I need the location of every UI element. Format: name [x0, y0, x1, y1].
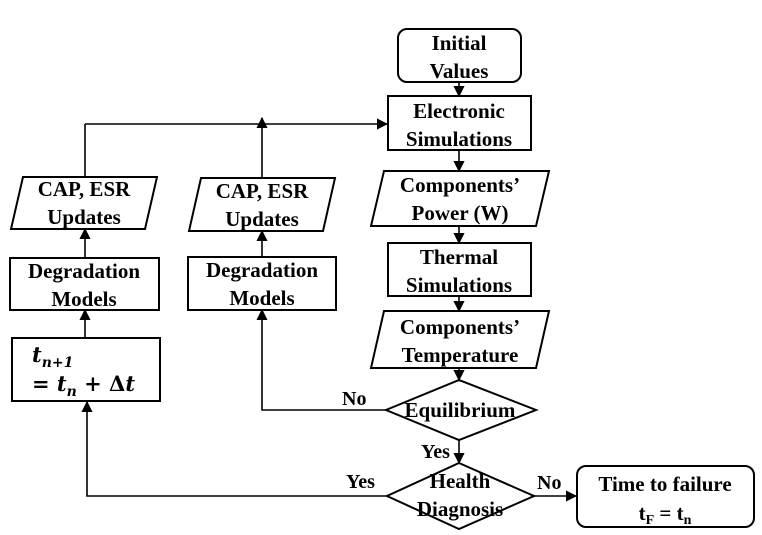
- node-degradation-models-left-line1: Degradation: [28, 259, 140, 283]
- node-health-diagnosis-shape: [384, 461, 537, 531]
- node-initial-values-line1: Initial: [432, 31, 487, 55]
- node-cap-esr-updates-left-line2: Updates: [47, 205, 121, 229]
- node-electronic-simulations-line2: Simulations: [406, 127, 512, 151]
- node-initial-values-shape: [397, 28, 522, 83]
- node-equilibrium-label: Equilibrium: [405, 398, 516, 422]
- node-electronic-simulations: Electronic Simulations: [387, 95, 532, 151]
- edge-label-equilibrium-yes: Yes: [421, 441, 450, 463]
- node-components-power-shape: [369, 170, 551, 227]
- node-components-power-line1: Components’: [400, 173, 520, 197]
- edge-label-equilibrium-no: No: [342, 388, 366, 410]
- node-time-step-line2: = tn + Δt: [32, 371, 135, 400]
- node-components-temperature-shape: [369, 310, 551, 369]
- node-components-power: Components’ Power (W): [369, 170, 551, 227]
- node-cap-esr-updates-left-shape: [9, 176, 159, 230]
- node-time-to-failure: Time to failure tF = tn: [576, 465, 755, 528]
- node-components-temperature-line2: Temperature: [402, 343, 519, 367]
- node-time-step-line1: tn+1: [32, 342, 73, 371]
- node-degradation-models-mid-line1: Degradation: [206, 258, 318, 282]
- node-initial-values-line2: Values: [430, 59, 489, 83]
- node-thermal-simulations-line2: Simulations: [406, 273, 512, 297]
- node-degradation-models-mid-line2: Models: [229, 286, 294, 310]
- node-components-temperature-line1: Components’: [400, 315, 520, 339]
- node-degradation-models-mid-shape: [187, 256, 337, 311]
- node-initial-values: Initial Values: [397, 28, 522, 83]
- node-degradation-models-left: Degradation Models: [9, 257, 160, 311]
- node-time-to-failure-shape: [576, 465, 755, 528]
- node-thermal-simulations-shape: [387, 242, 532, 297]
- node-health-diagnosis-line2: Diagnosis: [417, 497, 503, 521]
- node-time-to-failure-line2: tF = tn: [639, 501, 692, 528]
- node-time-step: tn+1 = tn + Δt: [11, 337, 161, 402]
- node-cap-esr-updates-mid-line1: CAP, ESR: [216, 179, 309, 203]
- node-electronic-simulations-shape: [387, 95, 532, 151]
- node-equilibrium-shape: [383, 378, 539, 442]
- node-degradation-models-mid: Degradation Models: [187, 256, 337, 311]
- edge-equilibrium-no-to-deg-mid: [256, 308, 386, 411]
- node-cap-esr-updates-left-line1: CAP, ESR: [38, 177, 131, 201]
- node-cap-esr-updates-left: CAP, ESR Updates: [9, 176, 159, 230]
- node-cap-esr-updates-mid-line2: Updates: [225, 207, 299, 231]
- node-equilibrium: Equilibrium: [383, 378, 539, 442]
- edge-label-health-yes: Yes: [346, 471, 375, 493]
- node-thermal-simulations: Thermal Simulations: [387, 242, 532, 297]
- node-time-step-shape: [11, 337, 161, 402]
- node-health-diagnosis: Health Diagnosis: [384, 461, 537, 531]
- node-health-diagnosis-line1: Health: [430, 469, 491, 493]
- node-time-to-failure-line1: Time to failure: [598, 472, 731, 496]
- node-electronic-simulations-line1: Electronic: [413, 99, 505, 123]
- node-components-temperature: Components’ Temperature: [369, 310, 551, 369]
- node-degradation-models-left-line2: Models: [51, 287, 116, 311]
- node-degradation-models-left-shape: [9, 257, 160, 311]
- node-cap-esr-updates-mid-shape: [187, 177, 337, 232]
- edge-label-health-no: No: [537, 472, 561, 494]
- edge-health-yes-to-time: [81, 400, 387, 497]
- connectors: [79, 82, 578, 502]
- node-components-power-line2: Power (W): [412, 201, 509, 225]
- node-cap-esr-updates-mid: CAP, ESR Updates: [187, 177, 337, 232]
- node-thermal-simulations-line1: Thermal: [420, 245, 498, 269]
